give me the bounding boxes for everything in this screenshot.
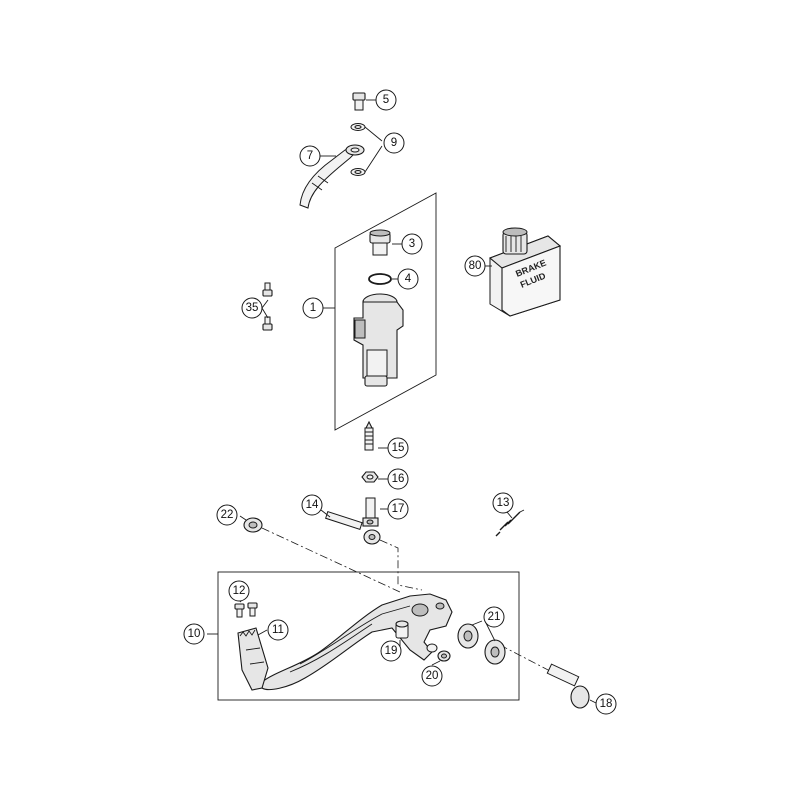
- svg-text:17: 17: [392, 503, 405, 515]
- callout-22: 22: [216, 504, 238, 526]
- callout-20: 20: [421, 665, 443, 687]
- leader-18: [589, 699, 597, 704]
- hex-nut: [361, 471, 379, 483]
- svg-text:80: 80: [469, 260, 482, 272]
- clevis-pin: [325, 510, 381, 545]
- svg-text:4: 4: [405, 273, 412, 285]
- svg-text:16: 16: [392, 473, 405, 485]
- leader-20: [431, 660, 441, 666]
- sealing-ring-lower: [350, 168, 366, 176]
- step-screws: [234, 602, 258, 618]
- callout-21: 21: [483, 606, 505, 628]
- svg-text:15: 15: [392, 442, 405, 454]
- assembly-line-pin: [379, 539, 423, 591]
- banjo-bolt: [352, 92, 366, 111]
- brake-pedal: [261, 593, 453, 691]
- pivot-bolt: [546, 663, 590, 709]
- callout-14: 14: [301, 494, 323, 516]
- shaft-seal: [437, 650, 451, 662]
- washer: [243, 517, 263, 533]
- clevis-fork: [362, 497, 379, 527]
- svg-text:21: 21: [488, 611, 501, 623]
- svg-text:20: 20: [426, 670, 439, 682]
- svg-text:14: 14: [306, 499, 319, 511]
- callout-1: 1: [302, 297, 324, 319]
- bearing-outer: [457, 623, 479, 649]
- callout-12: 12: [228, 580, 250, 602]
- leader-11: [257, 629, 268, 636]
- svg-text:7: 7: [307, 150, 313, 162]
- reservoir-cap: [369, 229, 391, 256]
- callout-19: 19: [380, 640, 402, 662]
- svg-text:9: 9: [391, 137, 397, 149]
- svg-text:5: 5: [383, 94, 389, 106]
- svg-text:22: 22: [221, 509, 234, 521]
- svg-text:13: 13: [497, 497, 510, 509]
- leader-22: [239, 515, 247, 521]
- callout-3: 3: [401, 233, 423, 255]
- callout-17: 17: [387, 498, 409, 520]
- assembly-line-bolt: [499, 644, 553, 673]
- callout-9: 9: [383, 132, 405, 154]
- svg-text:1: 1: [310, 302, 316, 314]
- brake-line: [299, 144, 365, 209]
- brake-fluid-bottle: BRAKE FLUID: [488, 227, 562, 317]
- svg-text:10: 10: [188, 628, 201, 640]
- leader-35: [261, 299, 269, 319]
- master-cylinder-frame: [334, 192, 437, 431]
- callout-4: 4: [397, 268, 419, 290]
- svg-text:18: 18: [600, 698, 613, 710]
- callout-80: 80: [464, 255, 486, 277]
- svg-text:35: 35: [246, 302, 259, 314]
- brake-pedal-frame: [217, 571, 520, 701]
- screw-lower: [262, 316, 273, 331]
- svg-text:19: 19: [385, 645, 398, 657]
- callout-35: 35: [241, 297, 263, 319]
- callout-15: 15: [387, 437, 409, 459]
- callout-16: 16: [387, 468, 409, 490]
- leader-9: [364, 126, 383, 173]
- callout-10: 10: [183, 623, 205, 645]
- leader-14: [320, 509, 331, 518]
- callout-18: 18: [595, 693, 617, 715]
- o-ring: [368, 273, 392, 285]
- push-rod: [364, 420, 374, 451]
- return-spring: [495, 509, 525, 537]
- bearing-inner: [484, 639, 506, 665]
- brake-step: [237, 627, 269, 691]
- pivot-bushing: [395, 620, 409, 639]
- sealing-ring-upper: [350, 123, 366, 131]
- callout-11: 11: [267, 619, 289, 641]
- callout-5: 5: [375, 89, 397, 111]
- svg-text:12: 12: [233, 585, 246, 597]
- leader-13: [506, 511, 513, 519]
- svg-text:3: 3: [409, 238, 415, 250]
- callout-13: 13: [492, 492, 514, 514]
- assembly-line-washer: [261, 527, 401, 593]
- callout-7: 7: [299, 145, 321, 167]
- screw-upper: [262, 282, 273, 297]
- svg-text:11: 11: [272, 624, 284, 636]
- master-cylinder: [353, 293, 404, 387]
